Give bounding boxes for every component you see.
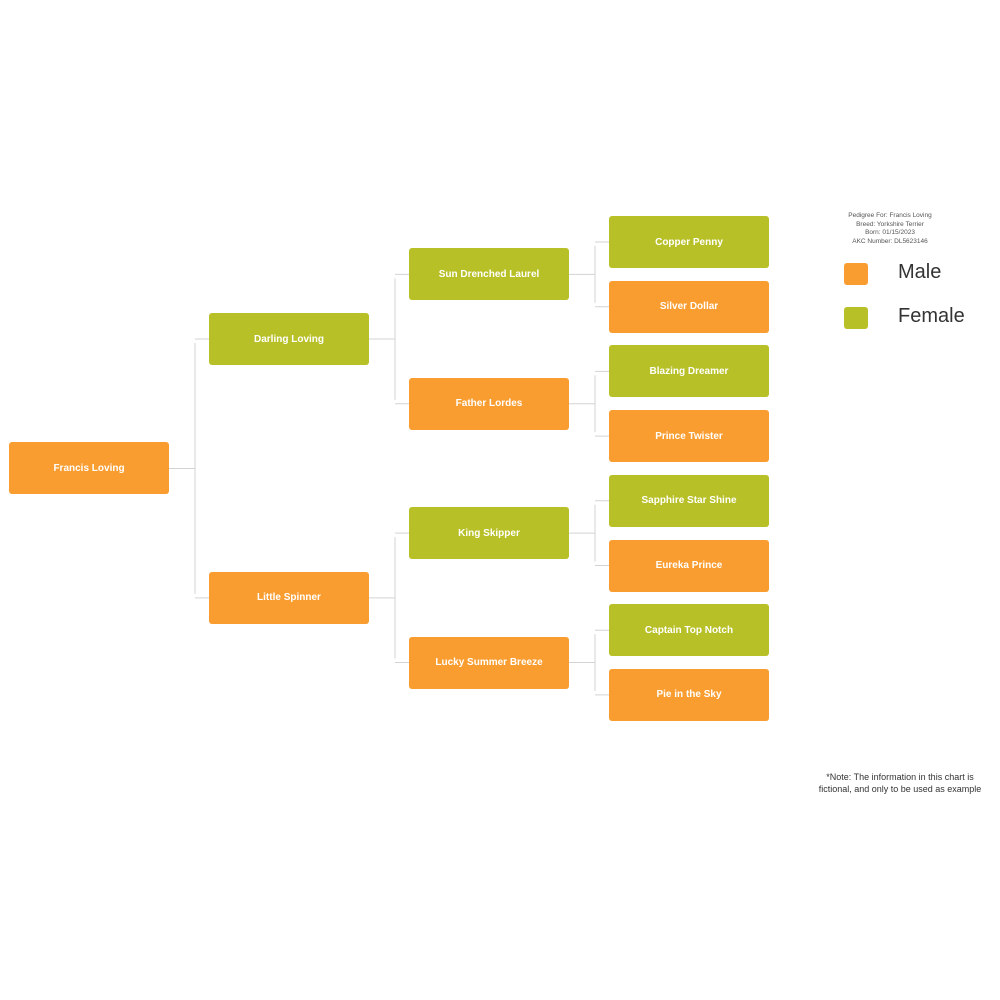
pedigree-node-prince-twister: Prince Twister [609,410,769,463]
born-text: Born: 01/15/2023 [865,229,915,237]
pedigree-node-darling-loving: Darling Loving [209,313,369,366]
female-legend-label: Female [898,305,965,327]
pedigree-node-king-skipper: King Skipper [409,507,569,560]
breed-text: Breed: Yorkshire Terrier [856,220,924,228]
connector [569,500,609,566]
pedigree-for-text: Pedigree For: Francis Loving [848,212,932,219]
pedigree-node-sun-drenched-laurel: Sun Drenched Laurel [409,248,569,301]
pedigree-node-sapphire-star-shine: Sapphire Star Shine [609,474,769,527]
pedigree-node-father-lordes: Father Lordes [409,377,569,430]
pedigree-node-little-spinner: Little Spinner [209,571,369,624]
pedigree-node-blazing-dreamer: Blazing Dreamer [609,345,769,398]
male-swatch [844,263,868,285]
note-line-1: *Note: The information in this chart is [826,772,974,782]
disclaimer-note: *Note: The information in this chart is … [800,771,1000,795]
pedigree-node-pie-in-the-sky: Pie in the Sky [609,668,769,721]
pedigree-node-copper-penny: Copper Penny [609,216,769,268]
pedigree-node-eureka-prince: Eureka Prince [609,539,769,592]
connector [369,532,409,664]
pedigree-info: Pedigree For: Francis Loving Breed: York… [820,212,960,246]
connector [569,370,609,437]
connector [169,338,209,599]
female-swatch [844,307,868,329]
akc-number-text: AKC Number: DL5623146 [852,237,928,245]
note-line-2: fictional, and only to be used as exampl… [818,784,982,794]
pedigree-node-captain-top-notch: Captain Top Notch [609,604,769,657]
connector [569,241,609,308]
pedigree-node-silver-dollar: Silver Dollar [609,280,769,333]
connector [369,273,409,405]
male-legend-label: Male [898,261,942,283]
pedigree-node-francis-loving: Francis Loving [9,442,169,495]
connector [569,629,609,696]
pedigree-node-lucky-summer-breeze: Lucky Summer Breeze [409,636,569,689]
